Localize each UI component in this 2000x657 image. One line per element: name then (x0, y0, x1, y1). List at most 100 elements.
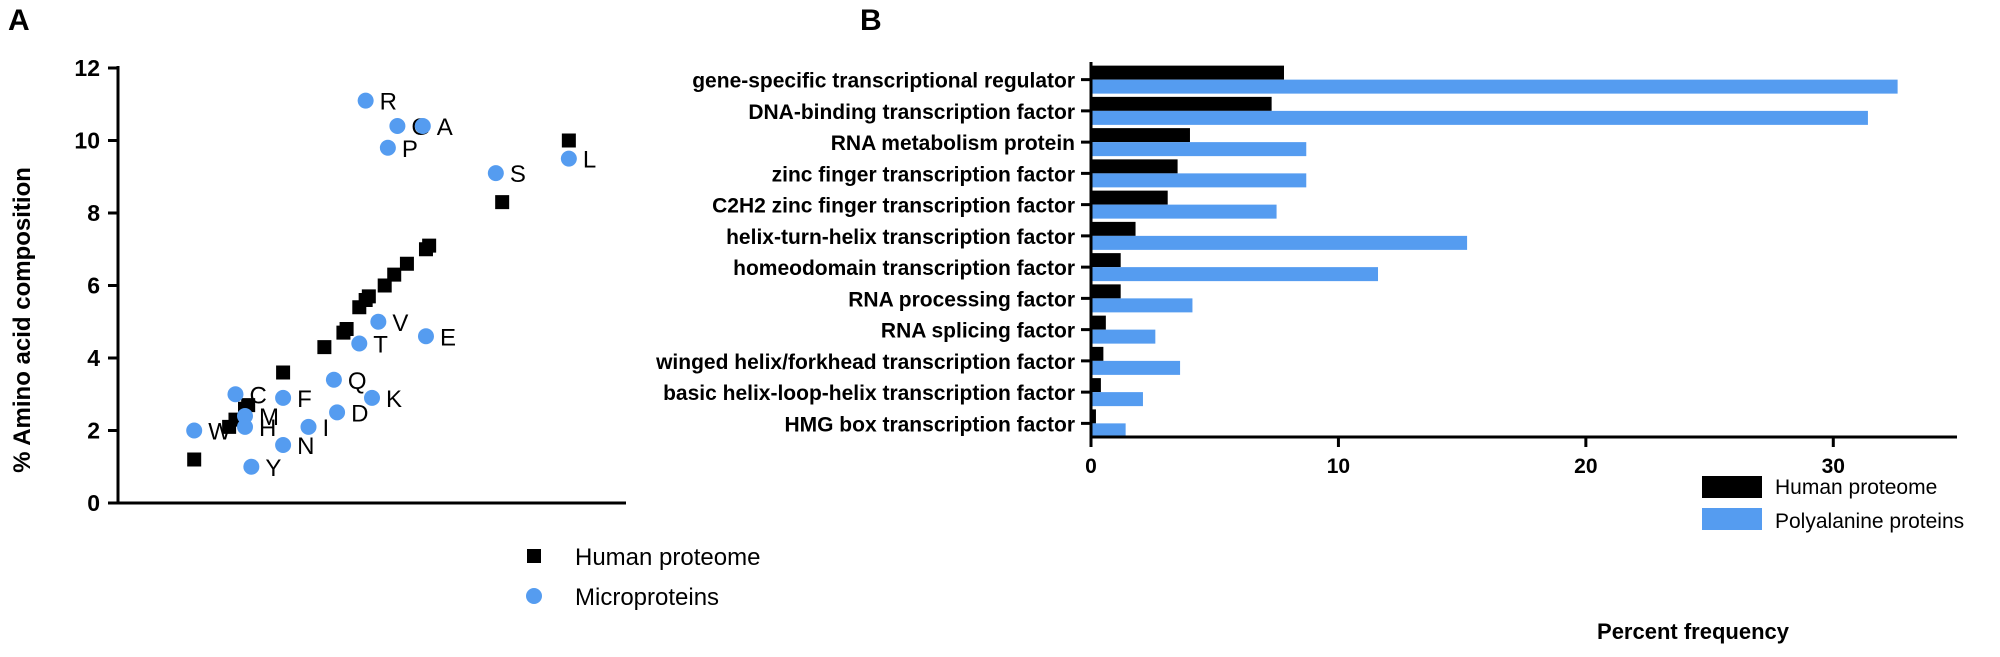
human-proteome-point (276, 365, 291, 380)
legend-label-polyalanine-proteins: Polyalanine proteins (1775, 510, 1964, 533)
microproteins-series: RGAPSLVETQCFKMDHIWNY (186, 89, 596, 482)
point-label: A (437, 114, 453, 141)
category-label: winged helix/forkhead transcription fact… (655, 351, 1075, 374)
legend: Human proteome Polyalanine proteins (1702, 476, 1964, 533)
microprotein-point (364, 389, 380, 406)
point-label: S (510, 161, 526, 188)
bar-human-proteome (1091, 221, 1136, 236)
microprotein-point (325, 371, 342, 388)
human-proteome-point (187, 452, 202, 467)
human-proteome-point (495, 195, 510, 210)
microprotein-point (237, 418, 253, 435)
bar-polyalanine-proteins (1091, 298, 1193, 313)
point-label: W (208, 419, 231, 446)
y-tick-label: 10 (74, 128, 100, 154)
panel-letter-b: B (860, 4, 882, 37)
point-label: Y (265, 455, 281, 482)
x-axis-title: Percent frequency (1597, 619, 1790, 644)
point-label: V (392, 310, 408, 337)
x-tick-label: 20 (1574, 455, 1597, 478)
human-proteome-point (361, 289, 376, 304)
microprotein-point (379, 139, 396, 156)
point-label: M (259, 404, 279, 431)
microprotein-point (370, 313, 387, 330)
bar-human-proteome (1091, 315, 1106, 330)
bar-polyalanine-proteins (1091, 267, 1379, 282)
human-proteome-point (561, 133, 576, 148)
bar-polyalanine-proteins (1091, 423, 1126, 438)
microprotein-point (560, 150, 577, 167)
category-label: helix-turn-helix transcription factor (726, 226, 1075, 249)
point-label: I (323, 415, 330, 442)
y-axis-title: % Amino acid composition (9, 167, 36, 473)
microprotein-point (417, 328, 434, 345)
point-label: F (297, 386, 312, 413)
bar-polyalanine-proteins (1091, 235, 1468, 250)
legend-marker-human-proteome (527, 549, 541, 563)
bar-human-proteome (1091, 253, 1121, 268)
point-label: Q (348, 368, 367, 395)
bar-human-proteome (1091, 190, 1168, 205)
category-labels: gene-specific transcriptional regulatorD… (655, 70, 1075, 437)
point-label: L (583, 147, 596, 174)
microprotein-point (186, 422, 203, 439)
microprotein-point (357, 92, 374, 109)
human-proteome-point (317, 340, 332, 355)
category-label: zinc finger transcription factor (772, 163, 1075, 186)
microprotein-point (351, 335, 368, 352)
point-label: R (380, 89, 397, 116)
bar-human-proteome (1091, 284, 1121, 299)
point-label: E (440, 324, 456, 351)
point-label: H (259, 415, 276, 442)
microprotein-point (227, 386, 244, 403)
category-label: RNA splicing factor (881, 320, 1075, 343)
microprotein-point (300, 418, 317, 435)
category-label: DNA-binding transcription factor (748, 101, 1075, 124)
bar-human-proteome (1091, 65, 1284, 80)
x-tick-label: 10 (1327, 455, 1350, 478)
human-proteome-point (422, 238, 437, 253)
legend-marker-human-proteome (1702, 476, 1762, 498)
bar-human-proteome (1091, 128, 1190, 143)
category-label: HMG box transcription factor (784, 413, 1075, 436)
y-tick-label: 12 (74, 55, 100, 81)
bar-polyalanine-proteins (1091, 142, 1307, 157)
category-label: homeodomain transcription factor (733, 257, 1075, 280)
legend-label-human-proteome: Human proteome (1775, 476, 1937, 499)
bar-polyalanine-proteins (1091, 204, 1277, 219)
microprotein-point (329, 404, 346, 421)
bar-polyalanine-proteins (1091, 329, 1156, 344)
legend-marker-polyalanine-proteins (1702, 508, 1762, 530)
bar-human-proteome (1091, 409, 1096, 424)
category-label: RNA processing factor (848, 288, 1075, 311)
bar-chart: gene-specific transcriptional regulatorD… (655, 62, 1964, 644)
x-tick-label: 0 (1085, 455, 1097, 478)
y-tick-label: 8 (87, 200, 100, 226)
microprotein-point (414, 118, 431, 134)
microprotein-point (487, 165, 504, 182)
microprotein-point (389, 118, 406, 134)
category-label: basic helix-loop-helix transcription fac… (663, 382, 1075, 405)
category-label: gene-specific transcriptional regulator (692, 70, 1075, 93)
category-label: C2H2 zinc finger transcription factor (712, 195, 1075, 218)
bar-human-proteome (1091, 378, 1101, 393)
panel-letter-a: A (8, 4, 30, 37)
bar-polyalanine-proteins (1091, 360, 1181, 375)
human-proteome-point (387, 267, 402, 282)
bar-polyalanine-proteins (1091, 79, 1898, 94)
bar-polyalanine-proteins (1091, 110, 1868, 125)
legend-marker-microproteins (526, 588, 542, 604)
bar-human-proteome (1091, 346, 1104, 361)
microprotein-point (243, 458, 260, 475)
bar-human-proteome (1091, 159, 1178, 174)
bar-human-proteome (1091, 96, 1272, 111)
bars (1091, 65, 1898, 438)
category-ticks (1081, 78, 1091, 425)
microprotein-point (275, 437, 292, 453)
bar-polyalanine-proteins (1091, 173, 1307, 188)
human-proteome-point (339, 322, 354, 336)
